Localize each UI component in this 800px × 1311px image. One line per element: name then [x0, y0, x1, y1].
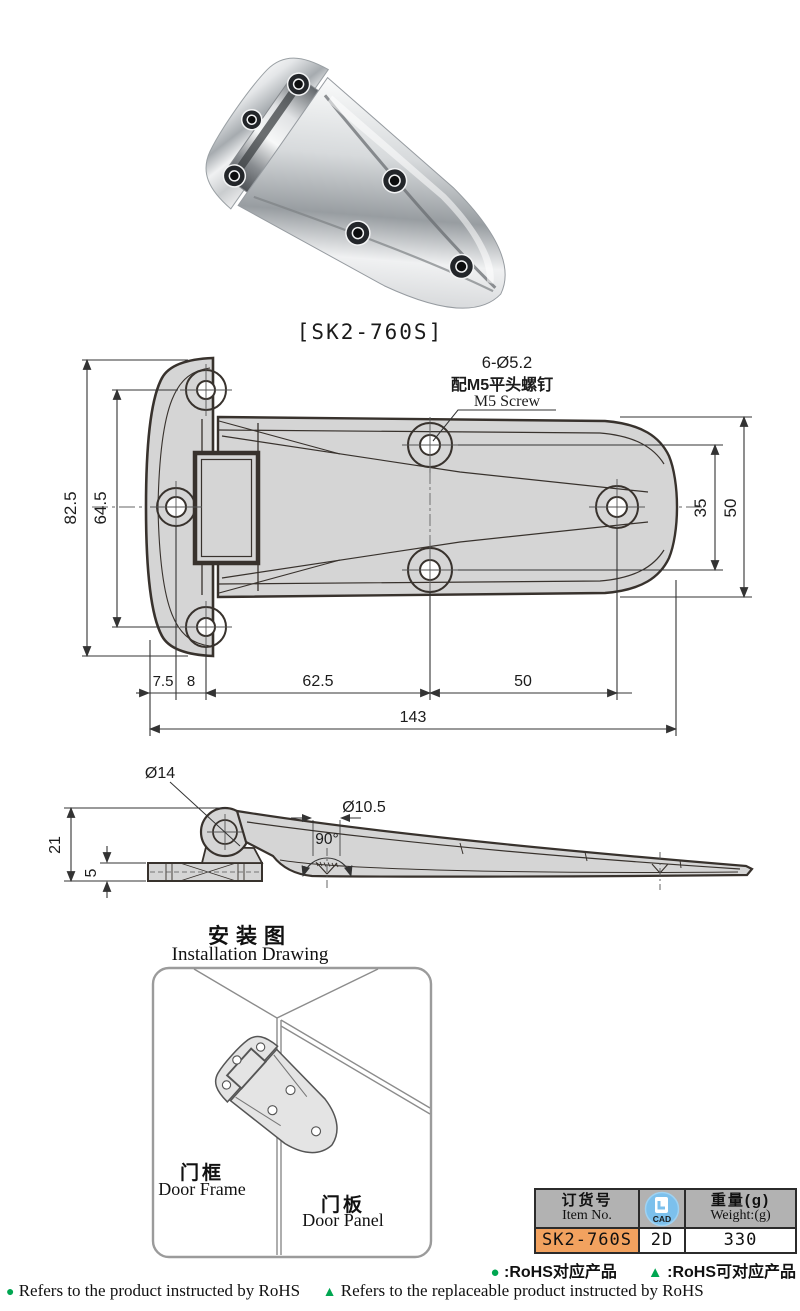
dia14-leader — [169, 781, 241, 847]
spec-cad-value: 2D — [640, 1229, 686, 1252]
dim-35: 35 — [691, 499, 710, 518]
rohs-tri-text-zh: :RoHS可对应产品 — [667, 1264, 796, 1281]
installed-hinge — [214, 1035, 338, 1154]
photo-crease-bottom — [253, 195, 494, 293]
spec-weight-value: 330 — [686, 1229, 795, 1252]
item-no-value: SK2-760S — [542, 1229, 632, 1250]
dim-bottom — [136, 526, 678, 736]
dim-143: 143 — [400, 709, 427, 726]
door-panel-label-en: Door Panel — [302, 1210, 384, 1230]
door-panel-label-zh: 门板 — [320, 1195, 365, 1216]
spec-header-cad: CAD — [640, 1190, 686, 1229]
photo-crease-top — [323, 94, 497, 289]
door-frame-label-en: Door Frame — [158, 1179, 246, 1199]
door-edges — [193, 968, 431, 1255]
cad-icon-label: CAD — [653, 1214, 671, 1224]
photo-screw-holes — [222, 72, 475, 280]
screw-annotation: 6-Ø5.2 配M5平头螺钉 M5 Screw — [432, 354, 556, 442]
dim-left — [82, 358, 188, 658]
cad-value: 2D — [650, 1229, 674, 1250]
side-countersink-2 — [651, 852, 669, 890]
plan-leaf — [201, 415, 679, 599]
installation-drawing — [151, 966, 433, 1259]
dim-90deg: 90° — [315, 831, 338, 848]
dim-7-5: 7.5 — [153, 673, 174, 690]
rohs-dot-text-zh: :RoHS对应产品 — [504, 1264, 617, 1281]
screw-note-line3: M5 Screw — [474, 393, 541, 410]
installation-title-zh: 安装图 — [208, 925, 292, 948]
item-no-header-en: Item No. — [562, 1208, 612, 1224]
photo-highlight — [327, 95, 494, 284]
rohs-legend-zh: ● :RoHS对应产品 ▲ :RoHS可对应产品 — [490, 1258, 796, 1282]
hinge-photo-group — [205, 57, 506, 309]
dim-50-bottom: 50 — [514, 673, 532, 690]
photo-barrel-slot — [232, 83, 301, 177]
screw-note-line2: 配M5平头螺钉 — [451, 375, 553, 394]
spec-header-weight: 重量(g) Weight:(g) — [686, 1190, 795, 1229]
rohs-dot-text-en: Refers to the product instructed by RoHS — [18, 1281, 301, 1300]
dim-dia10-5: Ø10.5 — [342, 799, 386, 816]
door-frame-label-zh: 门框 — [179, 1163, 224, 1184]
side-base-plate — [147, 862, 263, 882]
screw-note-line1: 6-Ø5.2 — [482, 354, 532, 372]
plan-knuckle — [192, 450, 261, 566]
cad-icon: CAD — [644, 1191, 680, 1226]
rohs-triangle-icon-en: ▲ — [322, 1285, 337, 1300]
product-photo — [205, 57, 506, 309]
spec-header-item: 订货号 Item No. — [536, 1190, 640, 1229]
side-countersink-1 — [301, 848, 353, 890]
weight-header-en: Weight:(g) — [710, 1208, 771, 1224]
rohs-dot-icon: ● — [490, 1264, 500, 1281]
dim-50-right: 50 — [721, 499, 740, 518]
spec-item-no: SK2-760S — [536, 1229, 640, 1252]
rohs-dot-icon-en: ● — [6, 1285, 15, 1300]
rohs-tri-text-en: Refers to the replaceable product instru… — [340, 1281, 704, 1300]
spec-table: 订货号 Item No. CAD 重量(g) Weight:(g) SK2-76… — [534, 1188, 797, 1254]
dim-side-left — [64, 806, 226, 898]
photo-arm — [237, 76, 506, 309]
plan-view-drawing: 6-Ø5.2 配M5平头螺钉 M5 Screw 82.5 64.5 35 50 — [61, 354, 752, 736]
dim-62-5: 62.5 — [302, 673, 333, 690]
side-arm — [235, 809, 754, 878]
dim-8: 8 — [187, 673, 195, 690]
side-view-drawing: Ø14 Ø10.5 90° 21 5 — [47, 765, 754, 898]
dim-82-5: 82.5 — [61, 491, 80, 524]
dim-dia14: Ø14 — [145, 765, 175, 782]
rohs-triangle-icon: ▲ — [647, 1264, 663, 1281]
weight-header-zh: 重量(g) — [710, 1192, 771, 1210]
screw-leader-line — [432, 409, 556, 442]
weight-value: 330 — [723, 1229, 758, 1250]
dim-5: 5 — [83, 868, 100, 877]
dia10-5-arrows — [291, 814, 361, 856]
dim-21: 21 — [47, 836, 64, 854]
rohs-legend-en: ● Refers to the product instructed by Ro… — [6, 1281, 704, 1301]
dim-right — [458, 415, 752, 599]
model-title: [SK2-760S] — [296, 320, 444, 344]
item-no-header-zh: 订货号 — [561, 1192, 613, 1210]
installation-title-en: Installation Drawing — [171, 944, 329, 965]
dim-64-5: 64.5 — [91, 491, 110, 524]
